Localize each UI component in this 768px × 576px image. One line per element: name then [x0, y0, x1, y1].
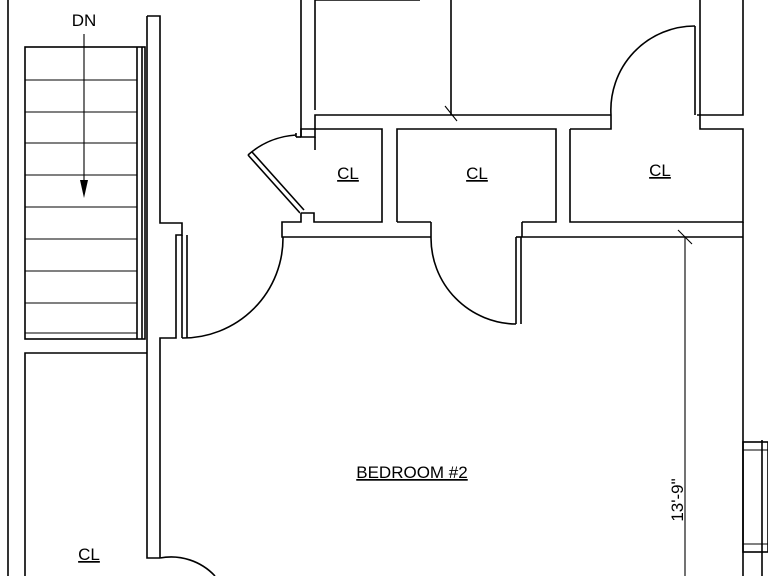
hall-door [181, 235, 284, 339]
stair-side-wall [146, 15, 183, 559]
window-right [742, 441, 768, 553]
upper-room-walls [300, 0, 611, 138]
staircase: DN [24, 11, 146, 340]
stair-treads [25, 79, 137, 334]
closet-2-door [430, 236, 522, 325]
closet-1: CL [247, 128, 431, 238]
room-label: BEDROOM #2 [356, 463, 467, 482]
stair-direction-arrow [80, 34, 88, 198]
dimension-line: 13'-9" [668, 229, 693, 576]
closet-2-label: CL [466, 164, 488, 183]
stair-label: DN [72, 11, 97, 30]
closet-3-door [610, 25, 701, 116]
exterior-wall-right [699, 0, 763, 576]
closet-3-label: CL [649, 161, 671, 180]
closet-4-label: CL [78, 545, 100, 564]
dimension-label: 13'-9" [668, 478, 687, 521]
closet-1-label: CL [337, 164, 359, 183]
closet-lower-left [24, 352, 216, 576]
closet-2: CL [396, 128, 557, 237]
closet-3: CL [569, 114, 744, 223]
